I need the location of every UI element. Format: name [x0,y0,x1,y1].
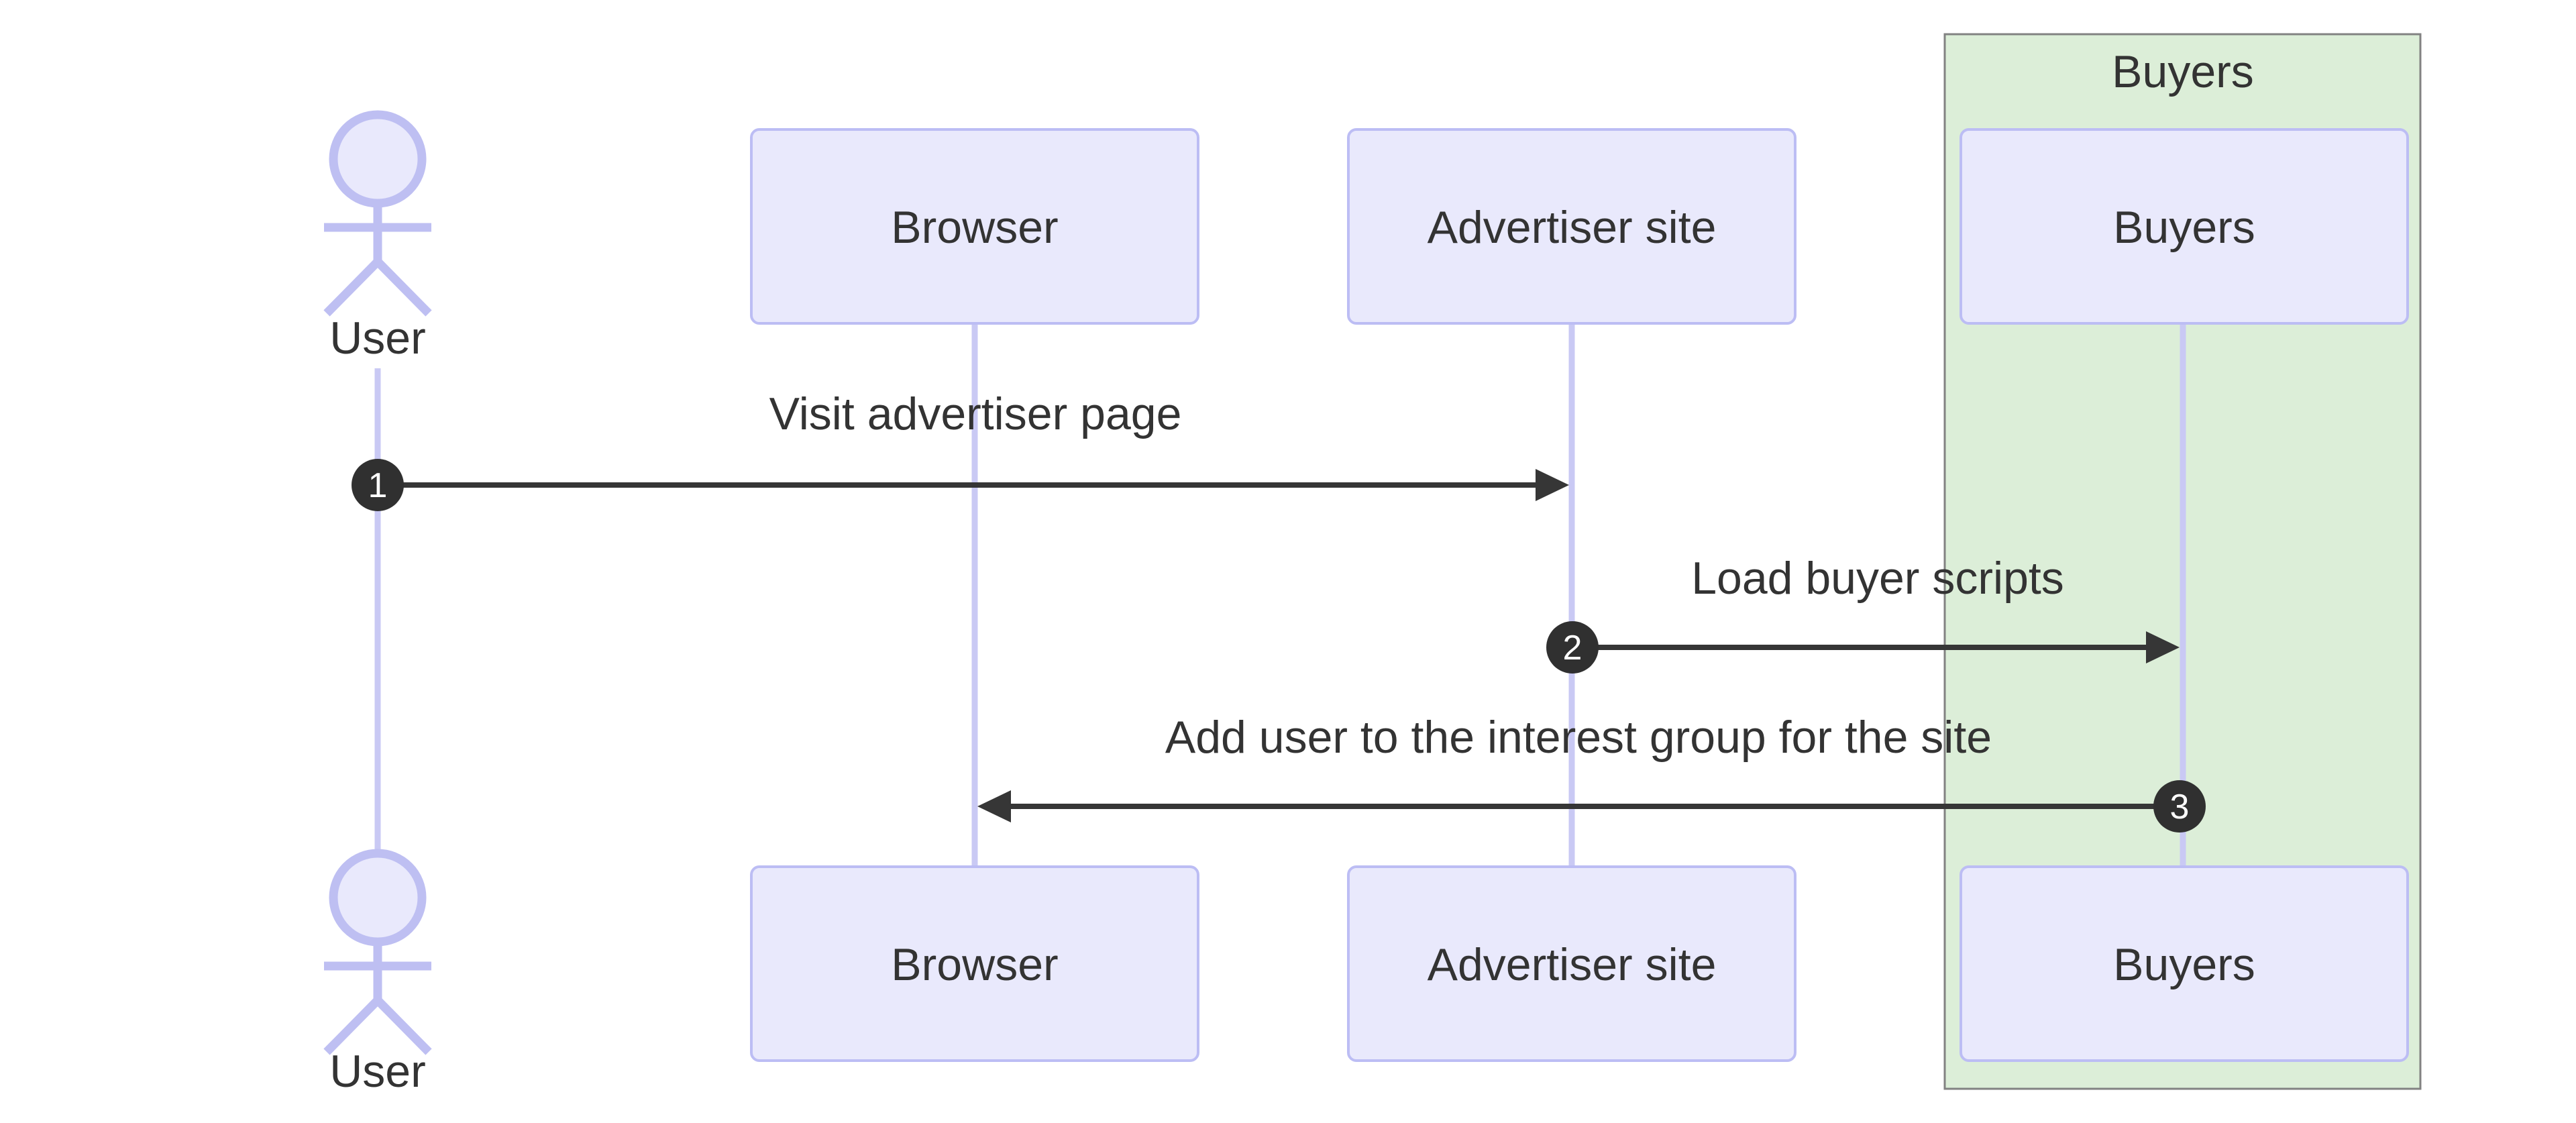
participant-browser-top-box [750,128,1199,325]
participant-advertiser-top-box [1347,128,1796,325]
message-2-number: 2 [1563,629,1582,667]
participant-browser-bottom-box [750,865,1199,1062]
actor-left-leg-icon [323,258,381,317]
participant-advertiser-bottom-label: Advertiser site [1428,939,1717,990]
message-2-arrowhead-icon [2146,631,2180,663]
participant-buyers-top-label: Buyers [2113,202,2255,253]
actor-user-top: User [323,110,432,364]
actor-left-leg-icon [323,997,381,1055]
actor-right-leg-icon [374,258,432,317]
message-3-arrowhead-icon [977,790,1011,822]
message-1: Visit advertiser page 1 [352,388,1569,511]
message-2-number-badge [1546,621,1599,674]
participant-browser-top: Browser [750,128,1199,325]
participant-buyers-bottom-label: Buyers [2113,939,2255,990]
message-1-label: Visit advertiser page [769,388,1182,439]
actor-user-bottom: User [323,849,432,1097]
participant-advertiser-top-label: Advertiser site [1428,202,1717,253]
message-1-arrowhead-icon [1536,469,1569,501]
message-3-number: 3 [2170,788,2190,826]
participant-advertiser-bottom: Advertiser site [1347,865,1796,1062]
participant-browser-top-label: Browser [891,202,1058,253]
message-1-number: 1 [368,466,388,505]
participant-buyers-top: Buyers [1960,128,2409,325]
message-3-number-badge [2153,780,2206,833]
actor-user-top-label: User [329,313,426,364]
participant-advertiser-top: Advertiser site [1347,128,1796,325]
group-buyers-title: Buyers [2112,46,2254,97]
message-2-label: Load buyer scripts [1691,553,2064,604]
actor-right-leg-icon [374,997,432,1055]
participant-buyers-bottom: Buyers [1960,865,2409,1062]
message-2: Load buyer scripts 2 [1546,553,2180,674]
participant-browser-bottom-label: Browser [891,939,1058,990]
message-3: Add user to the interest group for the s… [977,712,2206,833]
actor-head-icon [329,849,427,947]
message-3-label: Add user to the interest group for the s… [1165,712,1992,763]
participant-advertiser-bottom-box [1347,865,1796,1062]
participant-browser-bottom: Browser [750,865,1199,1062]
actor-user-bottom-label: User [329,1046,426,1097]
message-1-number-badge [352,459,404,511]
actor-head-icon [329,110,427,208]
participant-buyers-top-box [1960,128,2409,325]
participant-buyers-bottom-box [1960,865,2409,1062]
